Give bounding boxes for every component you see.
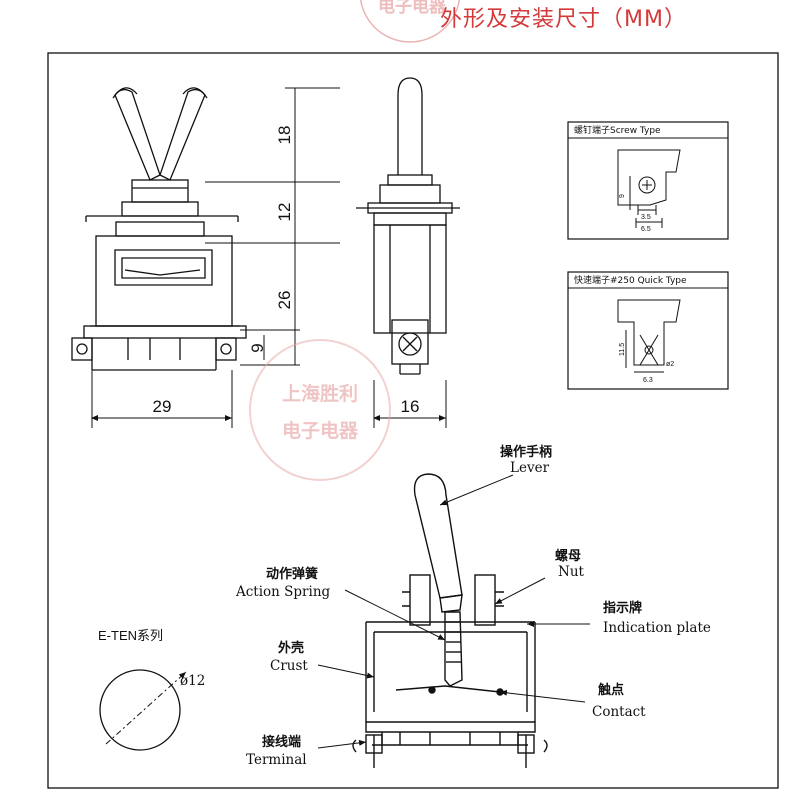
watermark-line1: 上海胜利 [282,382,358,405]
part-lever-en: Lever [510,460,550,476]
front-dimension-lines [91,87,340,428]
mounting-hole-diameter: ø12 [180,673,205,689]
leader-lines [317,474,590,749]
dim-terminal-offset: 9 [248,343,267,352]
watermark-stamp-center: 上海胜利 电子电器 [249,339,391,481]
screw-dim-inner: 3.5 [641,214,651,221]
part-spring-en: Action Spring [235,584,331,600]
watermark-stamp-top: 电子电器 [359,0,461,43]
quick-dim-hole: ø2 [666,361,674,368]
watermark-line2: 电子电器 [282,419,359,442]
part-contact-cn: 触点 [597,682,624,698]
screw-type-title: 螺钉端子Screw Type [574,124,661,136]
side-view [356,77,460,375]
dim-lever-height: 18 [275,126,294,145]
drawing-frame [47,52,779,789]
series-label: E-TEN系列 [98,628,163,643]
page-title: 外形及安装尺寸（MM） [440,7,687,32]
watermark-top-text: 电子电器 [378,0,447,17]
part-nut-en: Nut [558,564,585,580]
part-lever-cn: 操作手柄 [500,444,552,460]
part-contact-en: Contact [592,704,646,720]
screw-type-box: 螺钉端子Screw Type 9 3.5 6.5 [567,121,729,240]
dim-side-width: 16 [401,397,420,416]
dim-body-width: 29 [153,397,172,416]
section-view [352,473,548,768]
front-view [71,87,247,371]
part-crust-cn: 外壳 [277,640,304,656]
quick-dim-height: 11.5 [619,343,626,356]
part-terminal-en: Terminal [246,752,307,768]
mounting-hole-diagram: E-TEN系列 ø12 [98,628,205,751]
quick-dim-width: 6.3 [643,377,653,384]
part-crust-en: Crust [270,658,308,674]
quick-type-title: 快速端子#250 Quick Type [574,274,687,286]
screw-dim-height: 9 [619,194,626,198]
part-nut-cn: 螺母 [555,548,581,564]
dim-bushing-height: 12 [275,203,294,222]
mounting-hole-circle [99,669,181,751]
part-plate-cn: 指示牌 [603,600,642,616]
part-plate-en: Indication plate [603,620,711,636]
part-terminal-cn: 接线端 [262,734,301,750]
part-spring-cn: 动作弹簧 [266,566,318,582]
screw-dim-outer: 6.5 [641,226,651,233]
quick-type-box: 快速端子#250 Quick Type 11.5 ø2 6.3 [567,271,729,390]
dim-body-height: 26 [275,291,294,310]
side-dimension-lines [373,380,447,428]
